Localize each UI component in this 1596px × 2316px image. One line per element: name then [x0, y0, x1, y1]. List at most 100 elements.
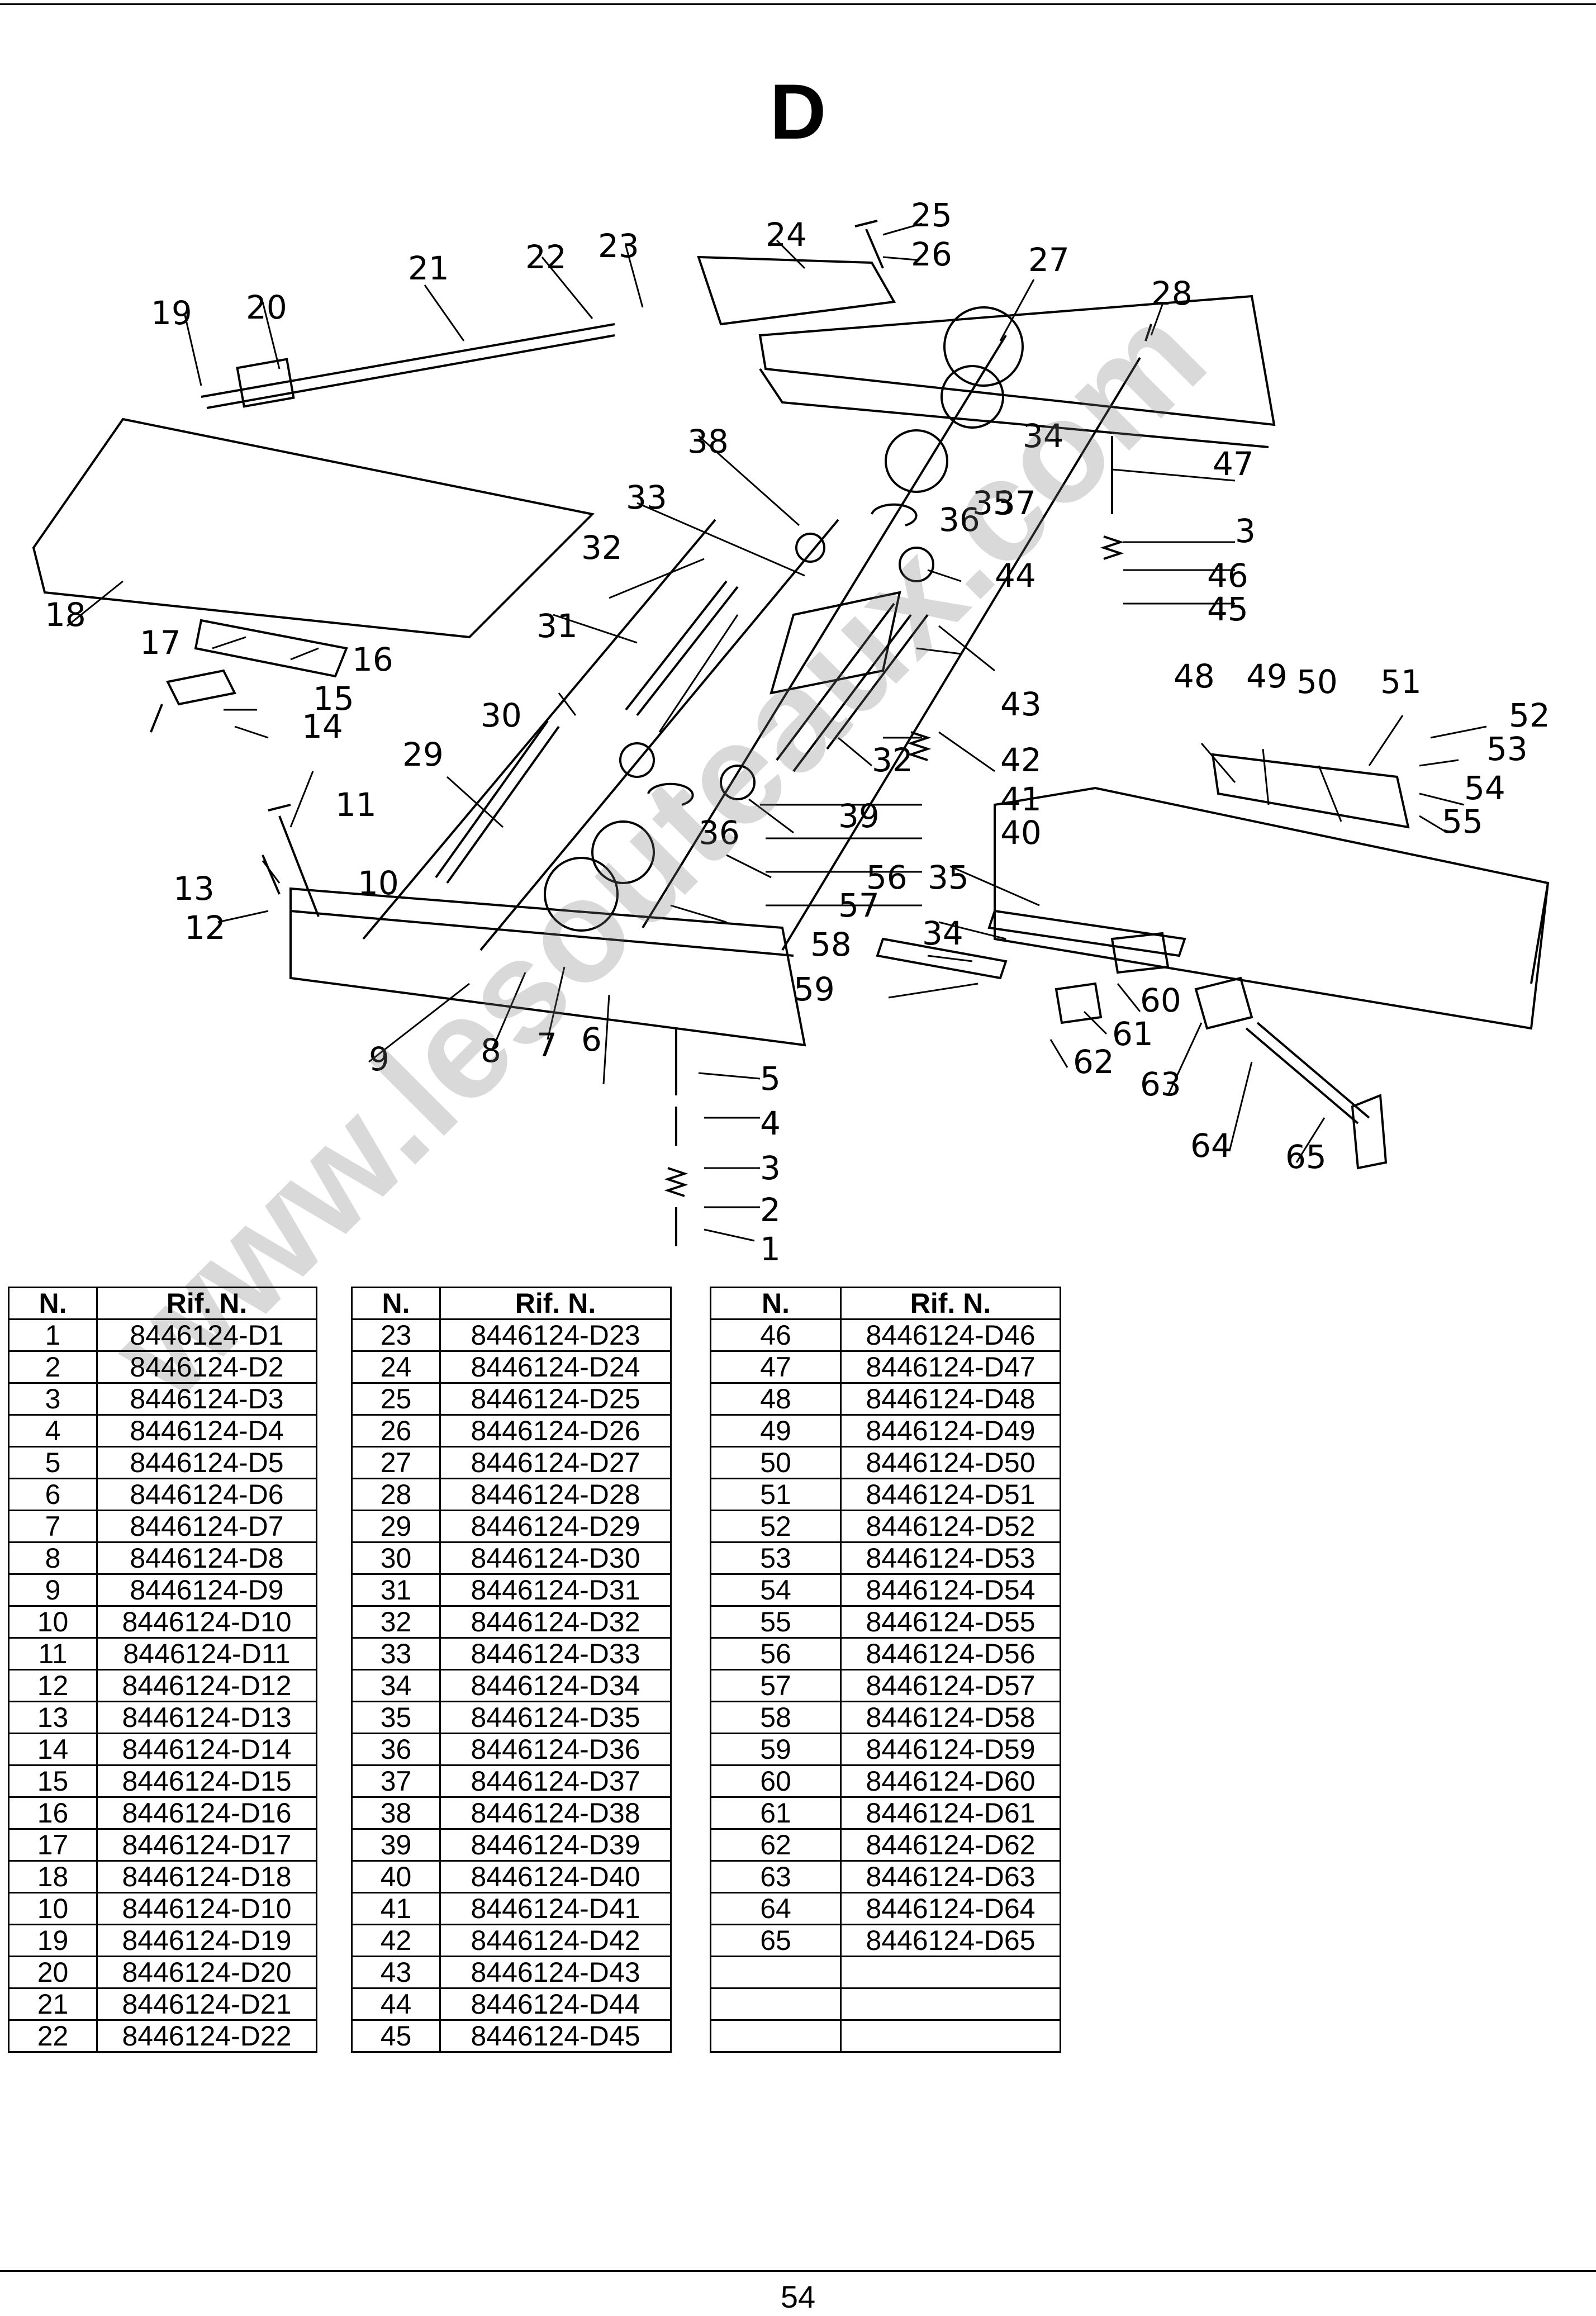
- part-number-cell: 42: [351, 1924, 441, 1957]
- diagram-drawing: [32, 220, 1550, 1246]
- part-number-cell: 37: [351, 1764, 441, 1798]
- reference-number-cell: 8446124-D18: [96, 1860, 317, 1893]
- snap-ring-36-bottom: [647, 782, 694, 806]
- part-number-cell: 44: [351, 1987, 441, 2021]
- column-header-n: N.: [351, 1287, 441, 1320]
- part-number-cell: 17: [8, 1828, 98, 1862]
- callout-label: 34: [1023, 417, 1064, 455]
- part-number-cell: 24: [351, 1350, 441, 1384]
- bushing-lower-1: [619, 742, 655, 778]
- part-number-cell: 65: [710, 1924, 842, 1957]
- callout-label: 28: [1151, 274, 1193, 312]
- callout-label: 48: [1174, 657, 1215, 695]
- reference-number-cell: 8446124-D56: [840, 1637, 1061, 1670]
- bearing-34-bottom: [544, 857, 619, 932]
- reference-number-cell: 8446124-D63: [840, 1860, 1061, 1893]
- table-header-row: N. Rif. N.: [710, 1287, 1061, 1320]
- callout-label: 13: [173, 870, 215, 908]
- part-number-cell: 20: [8, 1956, 98, 1989]
- part-number-cell: 15: [8, 1764, 98, 1798]
- part-number-cell: 6: [8, 1478, 98, 1511]
- part-number-cell: 32: [351, 1605, 441, 1639]
- feed-roller: [776, 602, 912, 772]
- table-row: [710, 1987, 1061, 2021]
- reference-number-cell: 8446124-D58: [840, 1701, 1061, 1734]
- part-number-cell: 27: [351, 1446, 441, 1479]
- reference-number-cell: 8446124-D27: [439, 1446, 672, 1479]
- callout-label: 25: [911, 196, 952, 234]
- callout-label: 6: [581, 1021, 602, 1059]
- callout-label: 27: [1028, 241, 1070, 279]
- part-number-cell: 3: [8, 1382, 98, 1416]
- callout-label: 29: [402, 735, 444, 773]
- table-row: [710, 2019, 1061, 2053]
- callout-label: 58: [810, 926, 852, 964]
- callout-label: 22: [525, 238, 567, 276]
- part-number-cell: 1: [8, 1318, 98, 1352]
- reference-number-cell: 8446124-D32: [439, 1605, 672, 1639]
- callout-label: 9: [369, 1040, 390, 1078]
- part-number-cell: 5: [8, 1446, 98, 1479]
- lock-handle-64: [1245, 1022, 1370, 1124]
- reference-number-cell: 8446124-D43: [439, 1956, 672, 1989]
- reference-number-cell: 8446124-D60: [840, 1764, 1061, 1798]
- part-number-cell: 51: [710, 1478, 842, 1511]
- callout-label: 41: [1000, 780, 1042, 818]
- part-number-cell: 19: [8, 1924, 98, 1957]
- bushing-lower-2: [720, 765, 756, 800]
- part-number-cell: 46: [710, 1318, 842, 1352]
- reference-number-cell: 8446124-D24: [439, 1350, 672, 1384]
- part-number-cell: 48: [710, 1382, 842, 1416]
- reference-number-cell: 8446124-D64: [840, 1892, 1061, 1925]
- part-number-cell: 23: [351, 1318, 441, 1352]
- part-number-cell: 53: [710, 1541, 842, 1575]
- reference-number-cell: 8446124-D31: [439, 1573, 672, 1607]
- part-number-cell: 59: [710, 1733, 842, 1766]
- callout-label: 50: [1296, 663, 1338, 701]
- rod-29: [435, 720, 560, 884]
- reference-number-cell: 8446124-D21: [96, 1987, 317, 2021]
- part-number-cell: 35: [351, 1701, 441, 1734]
- swing-arm-24: [697, 255, 896, 326]
- part-number-cell: 61: [710, 1796, 842, 1830]
- table-header-row: N. Rif. N.: [351, 1287, 672, 1320]
- part-number-cell: 10: [8, 1605, 98, 1639]
- callout-label: 55: [1442, 803, 1483, 841]
- reference-number-cell: 8446124-D29: [439, 1510, 672, 1543]
- reference-number-cell: 8446124-D14: [96, 1733, 317, 1766]
- part-number-cell: 47: [710, 1350, 842, 1384]
- callout-label: 26: [911, 235, 952, 273]
- reference-number-cell: 8446124-D52: [840, 1510, 1061, 1543]
- callout-label: 56: [866, 858, 908, 896]
- callout-label: 46: [1207, 557, 1248, 595]
- part-number-cell: 39: [351, 1828, 441, 1862]
- part-number-cell: 60: [710, 1764, 842, 1798]
- callout-label: 31: [536, 607, 578, 645]
- reference-number-cell: 8446124-D50: [840, 1446, 1061, 1479]
- reference-number-cell: 8446124-D30: [439, 1541, 672, 1575]
- part-number-cell: 4: [8, 1414, 98, 1448]
- bearing-34-top: [943, 306, 1024, 387]
- callout-label: 35: [928, 858, 969, 896]
- part-number-cell: 62: [710, 1828, 842, 1862]
- callout-label: 35: [972, 484, 1014, 522]
- reference-number-cell: 8446124-D15: [96, 1764, 317, 1798]
- clamp-60: [1110, 932, 1170, 974]
- bracket-61: [1054, 982, 1103, 1024]
